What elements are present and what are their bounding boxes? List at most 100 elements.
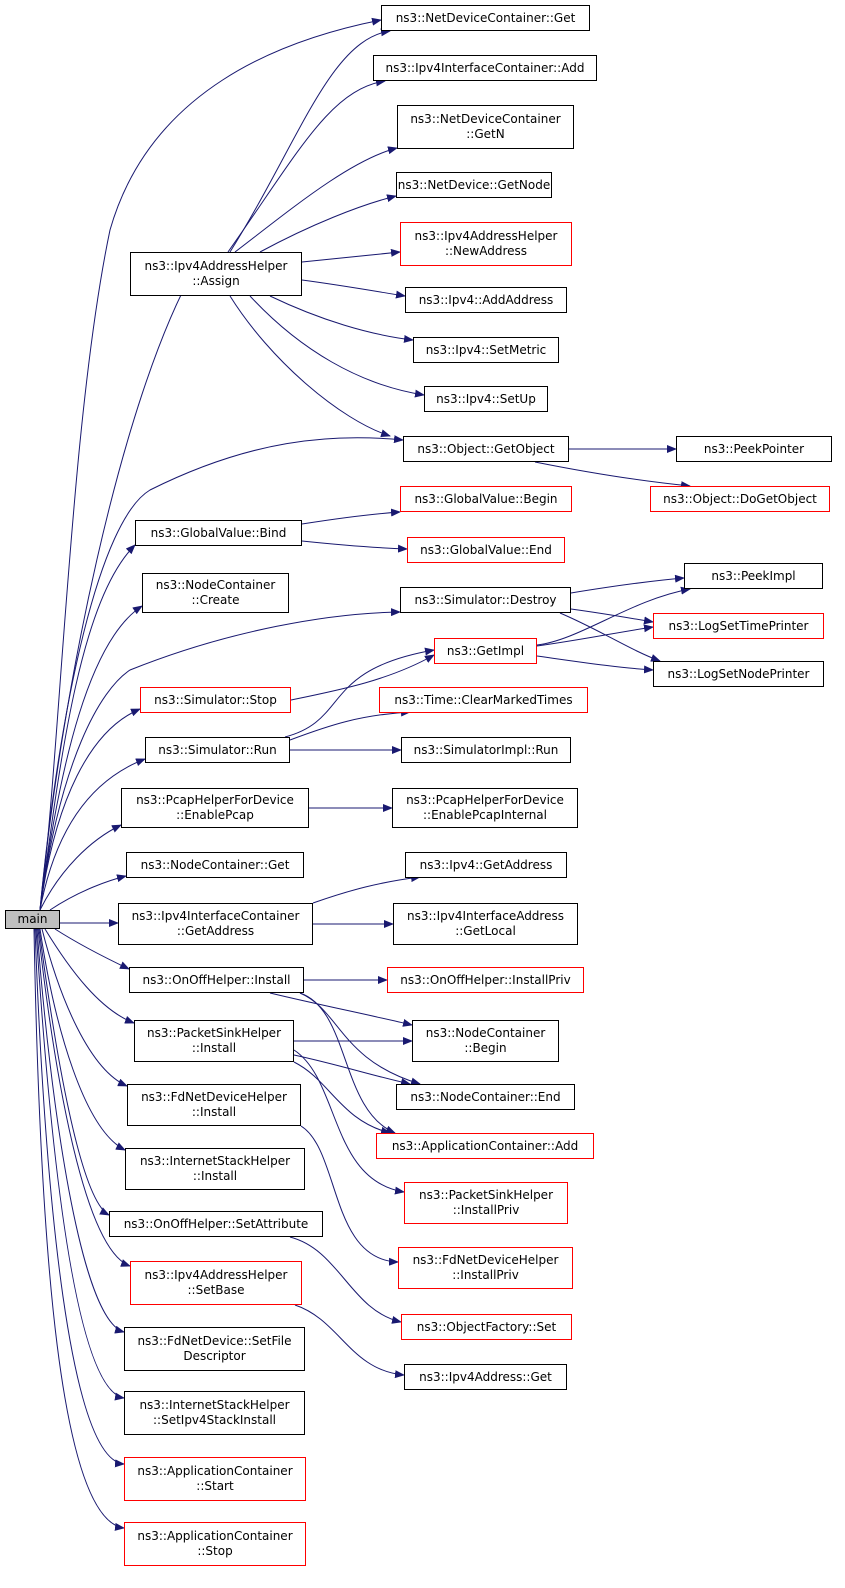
node-ish-setipv4[interactable]: ns3::InternetStackHelper::SetIpv4StackIn… <box>124 1391 305 1435</box>
node-ipv4-addaddr[interactable]: ns3::Ipv4::AddAddress <box>405 287 567 313</box>
node-label: ns3::LogSetTimePrinter <box>668 618 809 633</box>
node-iic-add[interactable]: ns3::Ipv4InterfaceContainer::Add <box>373 55 597 81</box>
node-sim-stop[interactable]: ns3::Simulator::Stop <box>140 687 291 713</box>
node-getimpl[interactable]: ns3::GetImpl <box>434 638 537 664</box>
edge-main-to-iah-setbase <box>37 928 131 1267</box>
node-phfd-enableint[interactable]: ns3::PcapHelperForDevice::EnablePcapInte… <box>392 788 578 828</box>
node-label: ::Create <box>191 593 240 607</box>
edge-sim-destroy-to-logsetnode <box>559 612 661 662</box>
edge-main-to-ndc-get <box>39 17 382 911</box>
node-label: ns3::Object::DoGetObject <box>663 491 817 506</box>
node-peekpointer[interactable]: ns3::PeekPointer <box>676 436 832 462</box>
node-ipv4-setmetric[interactable]: ns3::Ipv4::SetMetric <box>413 337 559 363</box>
node-logsetnode[interactable]: ns3::LogSetNodePrinter <box>653 661 824 687</box>
node-ndc-getn[interactable]: ns3::NetDeviceContainer::GetN <box>397 105 574 149</box>
node-label: ns3::Ipv4InterfaceContainer::Add <box>385 60 585 75</box>
node-of-set[interactable]: ns3::ObjectFactory::Set <box>401 1314 572 1340</box>
node-psh-installpriv[interactable]: ns3::PacketSinkHelper::InstallPriv <box>404 1182 568 1224</box>
node-label: ns3::Ipv4::GetAddress <box>419 857 553 872</box>
node-iah-assign[interactable]: ns3::Ipv4AddressHelper::Assign <box>130 252 302 296</box>
node-gv-bind[interactable]: ns3::GlobalValue::Bind <box>135 520 302 546</box>
node-label: ::Start <box>196 1479 234 1493</box>
node-label: ns3::ApplicationContainer <box>137 1464 293 1478</box>
node-gv-end[interactable]: ns3::GlobalValue::End <box>407 537 565 563</box>
edge-iic-getaddr-to-ipv4-getaddr <box>312 874 421 904</box>
node-nc-create[interactable]: ns3::NodeContainer::Create <box>142 573 289 613</box>
node-label: ns3::FdNetDeviceHelper <box>412 1253 559 1267</box>
node-iic-getaddr[interactable]: ns3::Ipv4InterfaceContainer::GetAddress <box>118 903 313 945</box>
edge-ooh-install-to-nc-begin <box>269 992 413 1027</box>
node-label: ns3::Time::ClearMarkedTimes <box>394 692 573 707</box>
node-fdh-installpriv[interactable]: ns3::FdNetDeviceHelper::InstallPriv <box>398 1247 573 1289</box>
node-nc-get[interactable]: ns3::NodeContainer::Get <box>126 852 304 878</box>
node-label: ns3::Ipv4InterfaceContainer <box>131 909 300 923</box>
node-ish-install[interactable]: ns3::InternetStackHelper::Install <box>125 1148 305 1190</box>
node-label: ::GetAddress <box>176 924 255 938</box>
edge-main-to-nc-get <box>49 874 127 911</box>
node-time-clear[interactable]: ns3::Time::ClearMarkedTimes <box>379 687 588 713</box>
node-nc-begin[interactable]: ns3::NodeContainer::Begin <box>412 1020 559 1062</box>
node-nd-getnode[interactable]: ns3::NetDevice::GetNode <box>396 172 552 198</box>
node-obj-getobj[interactable]: ns3::Object::GetObject <box>403 436 569 462</box>
node-ooh-install[interactable]: ns3::OnOffHelper::Install <box>129 967 304 993</box>
node-main: main <box>5 910 60 929</box>
edge-ooh-install-to-ac-add <box>299 992 396 1134</box>
edge-main-to-sim-stop <box>39 708 141 911</box>
node-sim-destroy[interactable]: ns3::Simulator::Destroy <box>400 587 571 613</box>
node-label: ::Begin <box>464 1041 507 1055</box>
node-label: ns3::PcapHelperForDevice <box>136 793 294 807</box>
node-label: ns3::NetDeviceContainer::Get <box>395 10 576 25</box>
edge-main-to-phfd-enable <box>39 824 122 911</box>
edge-iah-assign-to-ndc-get <box>229 28 391 253</box>
edge-sim-destroy-to-peekimpl <box>570 574 685 594</box>
node-label: ns3::NodeContainer::Get <box>140 857 290 872</box>
node-iah-newaddr[interactable]: ns3::Ipv4AddressHelper::NewAddress <box>400 222 572 266</box>
node-ipv4addr-get[interactable]: ns3::Ipv4Address::Get <box>404 1364 567 1390</box>
node-obj-dogetobj[interactable]: ns3::Object::DoGetObject <box>650 486 830 512</box>
node-ac-start[interactable]: ns3::ApplicationContainer::Start <box>124 1457 306 1501</box>
node-fdh-install[interactable]: ns3::FdNetDeviceHelper::Install <box>127 1084 301 1126</box>
node-label: ns3::Object::GetObject <box>417 441 555 456</box>
node-phfd-enable[interactable]: ns3::PcapHelperForDevice::EnablePcap <box>121 788 309 828</box>
node-label: ns3::InternetStackHelper <box>139 1154 291 1168</box>
node-label: ns3::Simulator::Run <box>158 742 277 757</box>
node-nc-end[interactable]: ns3::NodeContainer::End <box>396 1084 575 1110</box>
node-ndc-get[interactable]: ns3::NetDeviceContainer::Get <box>381 5 590 31</box>
node-label: ns3::PacketSinkHelper <box>418 1188 553 1202</box>
node-psh-install[interactable]: ns3::PacketSinkHelper::Install <box>134 1020 294 1062</box>
node-label: ns3::Ipv4AddressHelper <box>144 259 288 273</box>
edge-main-to-ish-setipv4 <box>35 928 125 1401</box>
node-peekimpl[interactable]: ns3::PeekImpl <box>684 563 823 589</box>
node-iia-getlocal[interactable]: ns3::Ipv4InterfaceAddress::GetLocal <box>393 903 578 945</box>
edge-main-to-ooh-install <box>54 928 130 970</box>
edge-iah-assign-to-iah-newaddr <box>301 248 401 263</box>
node-label: ns3::Ipv4::SetMetric <box>425 342 547 357</box>
node-ipv4-setup[interactable]: ns3::Ipv4::SetUp <box>424 386 548 412</box>
node-label: ns3::PeekImpl <box>711 568 796 583</box>
node-iah-setbase[interactable]: ns3::Ipv4AddressHelper::SetBase <box>130 1261 302 1305</box>
node-gv-begin[interactable]: ns3::GlobalValue::Begin <box>400 486 572 512</box>
node-label: ns3::SimulatorImpl::Run <box>413 742 559 757</box>
node-label: ::NewAddress <box>444 244 528 258</box>
node-logsettime[interactable]: ns3::LogSetTimePrinter <box>653 613 824 639</box>
edge-sim-stop-to-getimpl <box>290 654 435 701</box>
edge-psh-install-to-nc-end <box>293 1054 411 1086</box>
node-label: ns3::GlobalValue::Bind <box>150 525 287 540</box>
edge-main-to-sim-destroy <box>39 608 401 911</box>
node-label: ns3::Simulator::Stop <box>154 692 277 707</box>
node-ooh-installpriv[interactable]: ns3::OnOffHelper::InstallPriv <box>387 967 584 993</box>
node-simimpl-run[interactable]: ns3::SimulatorImpl::Run <box>401 737 571 763</box>
node-label: ns3::GlobalValue::Begin <box>414 491 558 506</box>
node-ipv4-getaddr[interactable]: ns3::Ipv4::GetAddress <box>405 852 567 878</box>
node-ac-stop[interactable]: ns3::ApplicationContainer::Stop <box>124 1522 306 1566</box>
node-label: ns3::ApplicationContainer::Add <box>391 1138 579 1153</box>
node-ac-add[interactable]: ns3::ApplicationContainer::Add <box>376 1133 594 1159</box>
node-label: ns3::OnOffHelper::Install <box>142 972 291 987</box>
node-ooh-setattr[interactable]: ns3::OnOffHelper::SetAttribute <box>109 1211 323 1237</box>
edge-iah-assign-to-obj-getobj <box>229 295 391 438</box>
node-label: Descriptor <box>183 1349 246 1363</box>
edge-ooh-setattr-to-of-set <box>289 1236 402 1324</box>
node-sim-run[interactable]: ns3::Simulator::Run <box>145 737 290 763</box>
